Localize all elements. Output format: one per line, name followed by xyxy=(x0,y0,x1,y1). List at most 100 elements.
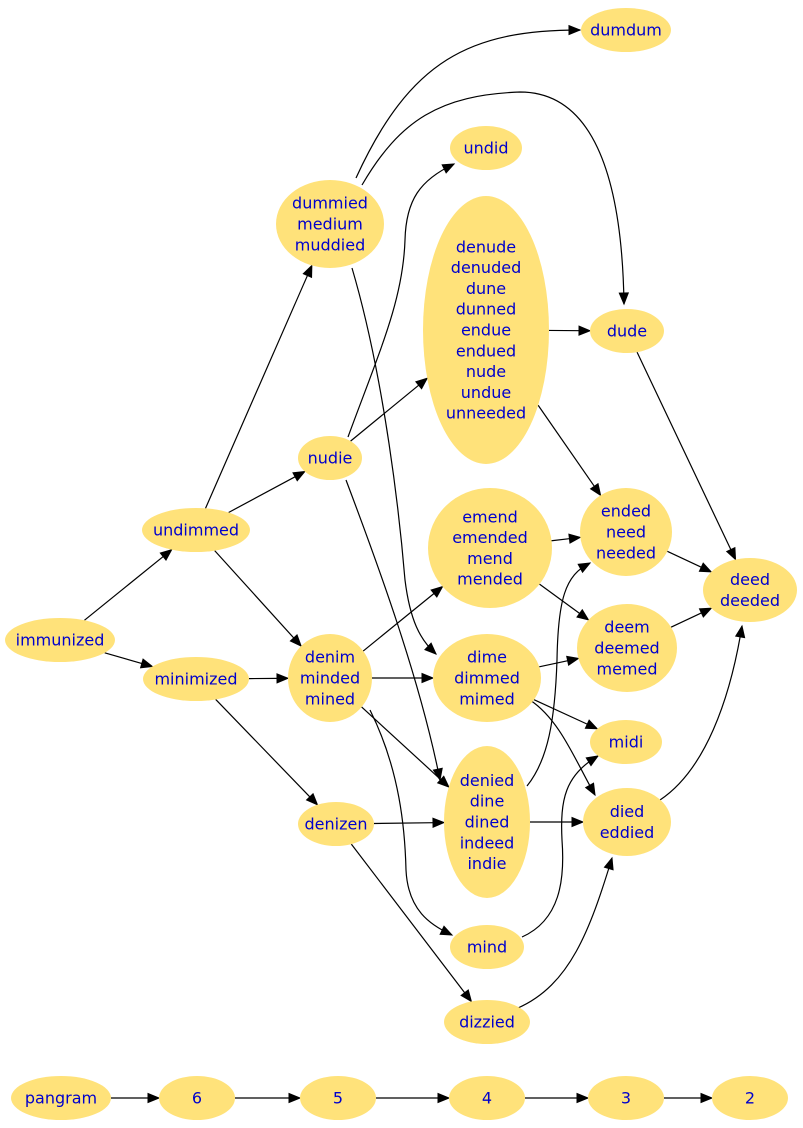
edge-line xyxy=(361,91,625,305)
node-ellipse xyxy=(580,488,672,576)
edge-line xyxy=(667,550,704,569)
edge-line xyxy=(350,383,421,442)
node-label: dunned xyxy=(456,300,517,319)
edge-line xyxy=(517,857,613,1009)
edge-line xyxy=(204,273,309,509)
node-label: deeded xyxy=(720,591,780,610)
edge-denim-to-emend xyxy=(362,585,444,652)
node-label: nude xyxy=(466,362,506,381)
node-ellipse xyxy=(11,1076,111,1120)
edge-arrowhead xyxy=(276,673,290,684)
edge-arrowhead xyxy=(430,585,444,598)
edge-arrowhead xyxy=(577,562,592,574)
edge-line xyxy=(521,755,599,938)
edge-arrowhead xyxy=(147,1092,161,1104)
node-label: deem xyxy=(604,618,649,637)
edge-denied-to-ended xyxy=(526,562,592,787)
node-ellipse xyxy=(5,618,115,662)
node-denizen: denizen xyxy=(298,802,374,846)
edge-dizzied-to-died xyxy=(517,856,614,1009)
edge-minimized-to-denim xyxy=(248,673,290,684)
node-denude: denudedenudeddunedunnedendueenduednudeun… xyxy=(423,196,549,464)
node-label: dimmed xyxy=(454,669,520,688)
edge-line xyxy=(355,29,581,179)
edge-l6-to-l5 xyxy=(235,1092,302,1104)
node-label: dummied xyxy=(292,194,368,213)
node-label: emend xyxy=(462,507,518,526)
node-label: mimed xyxy=(459,689,515,708)
node-label: eddied xyxy=(600,823,655,842)
node-label: minded xyxy=(300,669,360,688)
node-ellipse xyxy=(276,180,384,268)
edge-arrowhead xyxy=(305,792,319,806)
edge-arrowhead xyxy=(288,1092,302,1104)
node-dumdum: dumdum xyxy=(581,8,671,52)
edge-line xyxy=(362,591,436,652)
node-ellipse xyxy=(288,634,372,722)
edge-arrowhead xyxy=(424,642,437,655)
edge-arrowhead xyxy=(725,546,737,561)
node-ellipse xyxy=(143,657,249,701)
node-label: need xyxy=(606,523,646,542)
node-label: 4 xyxy=(482,1089,492,1108)
edge-arrowhead xyxy=(432,817,446,828)
node-label: denied xyxy=(460,771,515,790)
node-ellipse xyxy=(450,126,522,170)
node-label: 2 xyxy=(745,1089,755,1108)
edge-line xyxy=(350,843,467,995)
node-label: immunized xyxy=(16,631,105,650)
node-label: denude xyxy=(456,237,516,256)
node-ellipse xyxy=(583,788,671,856)
edge-undimmed-to-denim xyxy=(214,550,302,648)
node-label: muddied xyxy=(295,235,365,254)
edge-died-to-deed xyxy=(659,624,746,801)
node-label: needed xyxy=(596,543,656,562)
node-label: endue xyxy=(461,321,511,340)
edge-l5-to-l4 xyxy=(376,1092,451,1104)
node-died: died eddied xyxy=(583,788,671,856)
edge-l3-to-l2 xyxy=(664,1092,714,1104)
node-dude: dude xyxy=(590,309,664,353)
edge-arrowhead xyxy=(584,719,599,730)
node-label: dude xyxy=(607,322,647,341)
node-label: mined xyxy=(305,689,355,708)
edge-denizen-to-denied xyxy=(373,817,446,828)
edge-l4-to-l3 xyxy=(525,1092,590,1104)
edge-arrowhead xyxy=(421,672,435,684)
node-label: undimmed xyxy=(153,521,239,540)
edge-denim-to-dime xyxy=(372,672,435,684)
node-label: pangram xyxy=(25,1089,97,1108)
node-ellipse xyxy=(444,1000,530,1044)
edge-arrowhead xyxy=(436,775,450,788)
edge-mind-to-midi xyxy=(521,755,600,938)
node-label: deemed xyxy=(594,639,659,658)
node-label: mind xyxy=(467,938,507,957)
edge-line xyxy=(84,554,166,621)
node-label: midi xyxy=(609,733,644,752)
node-ellipse xyxy=(142,508,250,552)
edge-ended-to-deed xyxy=(667,550,713,573)
edge-line xyxy=(214,550,296,640)
edge-minimized-to-denizen xyxy=(215,699,319,806)
node-layer: immunizedundimmedminimizeddummiedmediumm… xyxy=(5,8,797,1120)
node-ellipse xyxy=(712,1076,788,1120)
node-ellipse xyxy=(449,1076,525,1120)
edge-undimmed-to-dummied xyxy=(204,264,313,509)
node-ellipse xyxy=(298,802,374,846)
edge-line xyxy=(539,583,582,616)
node-nudie: nudie xyxy=(298,436,362,480)
edge-denied-to-died xyxy=(530,816,585,828)
node-l2: 2 xyxy=(712,1076,788,1120)
node-mind: mind xyxy=(450,925,524,969)
node-ellipse xyxy=(588,1076,664,1120)
edge-immunized-to-minimized xyxy=(104,652,154,669)
edge-arrowhead xyxy=(700,1092,714,1104)
edge-arrowhead xyxy=(734,624,746,639)
node-label: died xyxy=(610,802,645,821)
edge-line xyxy=(351,267,437,655)
edge-arrowhead xyxy=(589,482,602,497)
